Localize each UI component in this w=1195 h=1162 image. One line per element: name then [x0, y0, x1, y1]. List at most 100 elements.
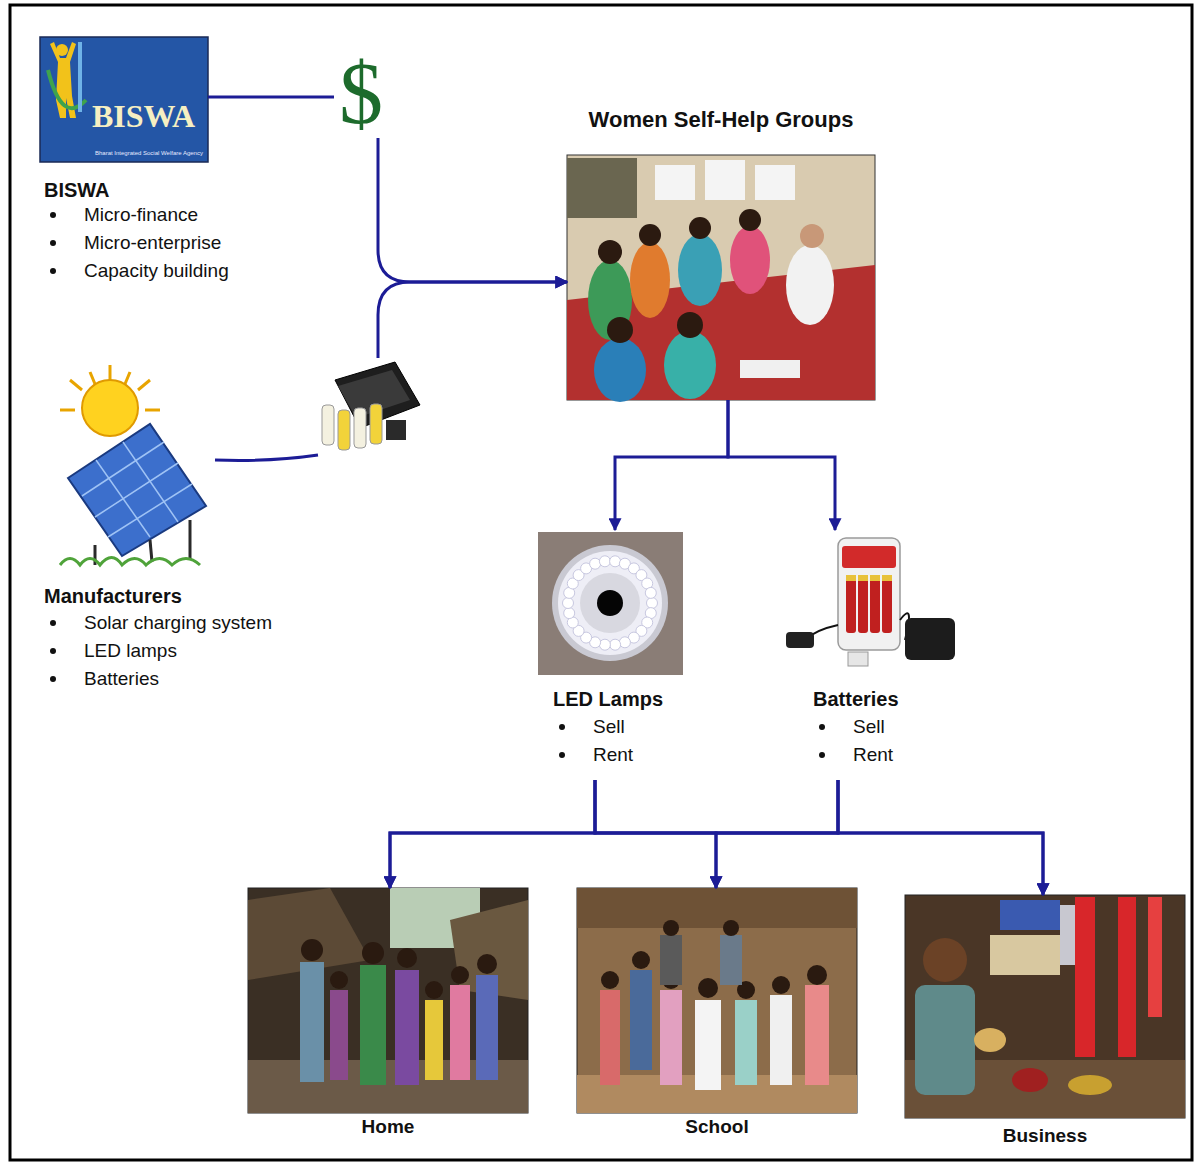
biswa-logo-part: [40, 37, 208, 162]
women-group-photo-part: [567, 158, 637, 218]
led-lamp-photo-part: [558, 551, 662, 655]
home-photo-part-part: [330, 990, 348, 1080]
bullet-item: Micro-enterprise: [84, 232, 221, 253]
solar-panel-illustration-part-part: [70, 380, 82, 390]
photo-box: School: [577, 888, 857, 1113]
led-lamp-photo-part: [563, 556, 658, 650]
node-heading: BISWA: [44, 179, 110, 201]
school-photo-part-part: [660, 990, 682, 1085]
school-photo-part-part: [723, 920, 739, 936]
women-group-photo-part: [607, 317, 633, 343]
home-photo-part-part: [476, 975, 498, 1080]
charger-illustration-part: [386, 420, 406, 440]
school-photo-part-part: [772, 976, 790, 994]
business-photo: [905, 895, 1185, 1118]
node-heading: Batteries: [813, 688, 899, 710]
bullet-item: Rent: [853, 744, 893, 765]
home-photo-part-part: [450, 985, 470, 1080]
business-photo-part: [1148, 897, 1162, 1017]
logo-text-holder: BISWA: [92, 97, 195, 135]
led-lamp-photo-part-part: [645, 587, 656, 598]
bullet-item: Rent: [593, 744, 633, 765]
node-heading-holder: BISWA: [44, 178, 110, 202]
bullet-dot: [819, 724, 825, 730]
logo-box: BISWA Bharat Integrated Social Welfare Ag…: [40, 37, 208, 162]
logo-text: BISWA: [92, 98, 195, 134]
bullet-item: LED lamps: [84, 640, 177, 661]
biswa-logo: [40, 37, 208, 162]
home-photo-part-part: [425, 1000, 443, 1080]
bullet-item-holder: LED lamps: [84, 640, 177, 663]
node-heading-holder: Batteries: [813, 687, 899, 711]
logo-tagline: Bharat Integrated Social Welfare Agency: [95, 150, 203, 156]
home-photo-part-part: [425, 981, 443, 999]
bullet-dot: [50, 620, 56, 626]
led-lamp-photo-part-part: [563, 598, 574, 609]
bullet-item-holder: Solar charging system: [84, 612, 272, 635]
bullet-dot: [559, 724, 565, 730]
home-photo-part-part: [477, 954, 497, 974]
school-photo-part-part: [601, 971, 619, 989]
bullet-item: Sell: [593, 716, 625, 737]
women-group-photo-part: [664, 331, 716, 399]
manufacturer-picture: ManufacturersSolar charging systemLED la…: [55, 368, 215, 563]
battery-charger-photo-part: [838, 538, 900, 650]
photo-caption-holder: Home: [248, 1116, 528, 1139]
school-photo-part-part: [807, 965, 827, 985]
photo-box: Home: [248, 888, 528, 1113]
led-lamp-photo-part: [597, 590, 623, 616]
led-lamp-photo-part-part: [599, 556, 610, 567]
photo-caption: School: [685, 1116, 748, 1137]
bullet-item: Capacity building: [84, 260, 229, 281]
school-photo-part-part: [663, 920, 679, 936]
women-group-photo-part: [630, 242, 670, 318]
business-photo-part: [1000, 900, 1060, 930]
bullet-item-holder: Rent: [853, 744, 893, 767]
charger-illustration-part: [354, 408, 366, 448]
solar-panel-illustration-part-part: [108, 484, 192, 537]
home-photo-part-part: [301, 939, 323, 961]
led-lamp-photo-part-part: [647, 598, 658, 609]
group-photo: Women Self-Help Groups: [567, 155, 875, 400]
business-photo-part: [1075, 897, 1095, 1057]
home-photo-part-part: [451, 966, 469, 984]
solar-panel-illustration-part-part: [90, 372, 95, 384]
led-lamp-photo-part-part: [619, 637, 630, 648]
bullet-dot: [50, 268, 56, 274]
solar-panel-illustration-part-part: [189, 520, 192, 560]
school-photo-part-part: [695, 1000, 721, 1090]
battery-charger-photo-part: [858, 575, 868, 633]
home-photo-part-part: [397, 948, 417, 968]
node-heading: LED Lamps: [553, 688, 663, 710]
bullet-dot: [50, 648, 56, 654]
women-group-photo-part: [755, 165, 795, 200]
product-box: BatteriesSellRent: [780, 530, 970, 780]
business-photo-part: [923, 938, 967, 982]
bullet-item-holder: Sell: [853, 716, 885, 739]
bullet-item-holder: Micro-enterprise: [84, 232, 221, 255]
node-heading-holder: Women Self-Help Groups: [517, 107, 925, 133]
solar-panel-illustration-part-part: [125, 372, 130, 384]
charger-illustration-part: [322, 405, 334, 445]
women-group-photo: [567, 155, 875, 402]
bullet-dot: [50, 212, 56, 218]
led-lamp-photo-part-part: [610, 639, 621, 650]
battery-charger-photo-part: [846, 575, 856, 633]
battery-charger-photo-part-part: [858, 575, 868, 581]
women-group-photo-part: [739, 209, 761, 231]
charger-illustration: [322, 362, 420, 450]
battery-charger-photo-part: [842, 546, 896, 568]
solar-panel-illustration-part-part: [145, 409, 160, 412]
bullet-item-holder: Micro-finance: [84, 204, 198, 227]
flow-connector: [595, 780, 1043, 895]
photo-caption-holder: Business: [905, 1125, 1185, 1148]
business-photo-part: [915, 985, 975, 1095]
school-photo-part: [600, 920, 829, 1090]
solar-panel-illustration-part-part: [82, 442, 164, 496]
home-photo-part-part: [330, 971, 348, 989]
school-photo-part-part: [632, 951, 650, 969]
led-lamp-photo: [538, 532, 683, 675]
home-photo-part-part: [360, 965, 386, 1085]
